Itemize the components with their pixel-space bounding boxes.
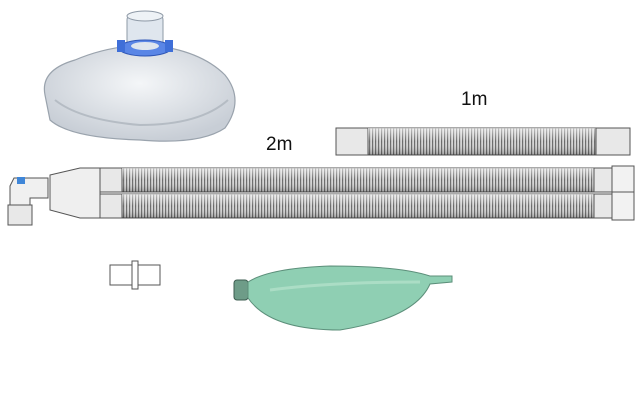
tube-length-label-2m: 2m (266, 134, 293, 155)
anesthesia-mask (43, 10, 236, 142)
breathing-bag (233, 265, 453, 331)
elbow-connector (7, 177, 49, 226)
tube-length-label-1m: 1m (461, 89, 488, 110)
dual-limb-circuit-2m (49, 165, 635, 221)
corrugated-tube-1m (335, 127, 631, 156)
straight-connector (109, 260, 161, 290)
